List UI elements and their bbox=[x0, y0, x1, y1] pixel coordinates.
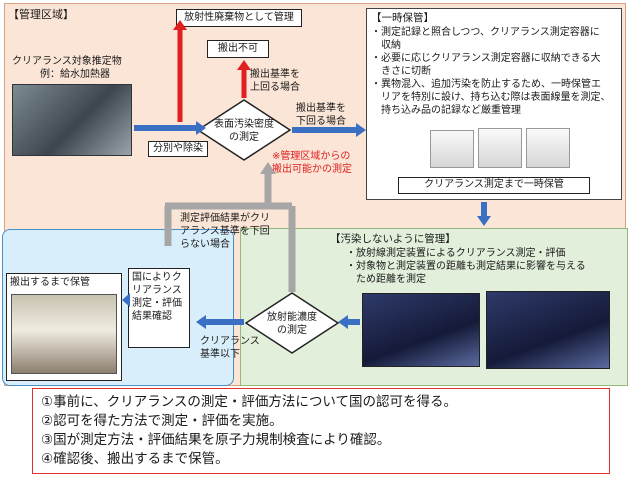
radioactive-waste-box: 放射性廃棄物として管理 bbox=[176, 9, 302, 27]
radioactivity-line2: の測定 bbox=[277, 325, 307, 336]
surface-line2: の測定 bbox=[229, 132, 259, 143]
temp-storage-label-box: クリアランス測定まで一時保管 bbox=[398, 177, 590, 194]
clean-area-item: ・放射線測定装置によるクリアランス測定・評価 bbox=[346, 248, 566, 259]
gray-loop-up-head bbox=[260, 162, 276, 174]
step-4: ④確認後、搬出するまで保管。 bbox=[41, 451, 229, 467]
step-1: ①事前に、クリアランスの測定・評価方法について国の認可を得る。 bbox=[41, 394, 458, 410]
temp-storage-items: ・測定記録と照合しつつ、クリアランス測定容器に 収納 ・必要に応じクリアランス測… bbox=[371, 26, 621, 117]
clean-area-item: ため距離を測定 bbox=[346, 274, 426, 285]
step-2: ②認可を得た方法で測定・評価を実施。 bbox=[41, 413, 283, 429]
container-photo-3 bbox=[526, 128, 570, 168]
radioactivity-line1: 放射能濃度 bbox=[267, 312, 317, 323]
clean-area-items: ・放射線測定装置によるクリアランス測定・評価 ・対象物と測定装置の距離も測定結果… bbox=[346, 247, 626, 286]
container-photo-2 bbox=[478, 128, 522, 168]
warehouse-photo bbox=[11, 294, 117, 374]
temp-storage-item: ・測定記録と照合しつつ、クリアランス測定容器に bbox=[371, 27, 600, 38]
no-removal-box: 搬出不可 bbox=[207, 40, 269, 58]
blue-arrow-to-radioactivity-head bbox=[338, 315, 348, 329]
surface-line1: 表面汚染密度 bbox=[214, 119, 274, 130]
temp-storage-item: きさに切断 bbox=[371, 66, 431, 77]
national-confirm-line: 結果確認 bbox=[132, 311, 172, 322]
clean-area-title: 【汚染しないように管理】 bbox=[330, 233, 456, 245]
exceeds-label-1: 搬出基準を bbox=[250, 69, 300, 80]
national-confirm-line: 測定・評価 bbox=[132, 298, 182, 309]
temp-storage-item: ・異物混入、追加汚染を防止するため、一時保管エ bbox=[371, 79, 601, 90]
red-arrow-to-radioactive-waste-head bbox=[173, 20, 187, 30]
national-confirm-text: 国によりク リアランス 測定・評価 結果確認 bbox=[132, 271, 188, 323]
temp-storage-title: 【一時保管】 bbox=[371, 12, 434, 24]
separate-decontam-box: 分別や除染 bbox=[148, 141, 208, 157]
measurement-device-photo-2 bbox=[486, 291, 610, 369]
exceeds-label-2: 上回る場合 bbox=[250, 82, 300, 93]
storage-until-removal-label: 搬出するまで保管 bbox=[10, 277, 90, 288]
step-3: ③国が測定方法・評価結果を原子力規制検査により確認。 bbox=[41, 432, 391, 448]
blue-arrow-target-to-surface-head bbox=[196, 121, 206, 135]
national-confirm-box bbox=[128, 268, 190, 348]
target-line2: 例：給水加熱器 bbox=[40, 69, 110, 80]
temp-storage-item: ・必要に応じクリアランス測定容器に収納できる大 bbox=[371, 53, 601, 64]
red-arrow-surface-to-no-removal-head bbox=[237, 60, 251, 70]
clearance-below-label-1: クリアランス bbox=[200, 336, 260, 347]
blue-arrow-storage-down-head bbox=[477, 216, 491, 226]
feedwater-heater-photo bbox=[12, 84, 132, 156]
target-line1: クリアランス対象推定物 bbox=[12, 56, 122, 67]
blue-arrow-to-national-head bbox=[196, 315, 206, 329]
container-photo-1 bbox=[430, 130, 474, 168]
eval-exceeds-label-2: アランス基準を下回 bbox=[180, 226, 270, 237]
national-confirm-line: 国によりク bbox=[132, 272, 182, 283]
below-limit-label-1: 搬出基準を bbox=[296, 103, 346, 114]
below-limit-label-2: 下回る場合 bbox=[296, 116, 346, 127]
removal-check-note-1: ※管理区域からの bbox=[272, 151, 351, 162]
temporary-storage-panel bbox=[366, 8, 622, 200]
controlled-area-title: 【管理区域】 bbox=[8, 8, 74, 21]
temp-storage-item: 収納 bbox=[371, 40, 401, 51]
eval-exceeds-label-3: らない場合 bbox=[180, 239, 230, 250]
temp-storage-item: 持ち込み品の記録など厳重管理 bbox=[371, 105, 521, 116]
measurement-device-photo-1 bbox=[362, 293, 480, 367]
blue-arrow-surface-to-storage-head bbox=[356, 123, 366, 137]
surface-density-diamond bbox=[196, 99, 292, 161]
eval-exceeds-label-1: 測定評価結果がクリ bbox=[180, 213, 270, 224]
blue-arrow-to-storage-head bbox=[122, 293, 130, 307]
temp-storage-item: リアを特別に設け、持ち込む際は表面線量を測定、 bbox=[371, 92, 611, 103]
national-confirm-line: リアランス bbox=[132, 285, 182, 296]
clean-area-item: ・対象物と測定装置の距離も測定結果に影響を与える bbox=[346, 261, 586, 272]
steps-box: ①事前に、クリアランスの測定・評価方法について国の認可を得る。 ②認可を得た方法… bbox=[32, 388, 610, 474]
radioactivity-diamond bbox=[244, 292, 340, 354]
removal-check-note-2: 搬出可能かの測定 bbox=[272, 164, 352, 175]
clearance-below-label-2: 基準以下 bbox=[200, 349, 240, 360]
